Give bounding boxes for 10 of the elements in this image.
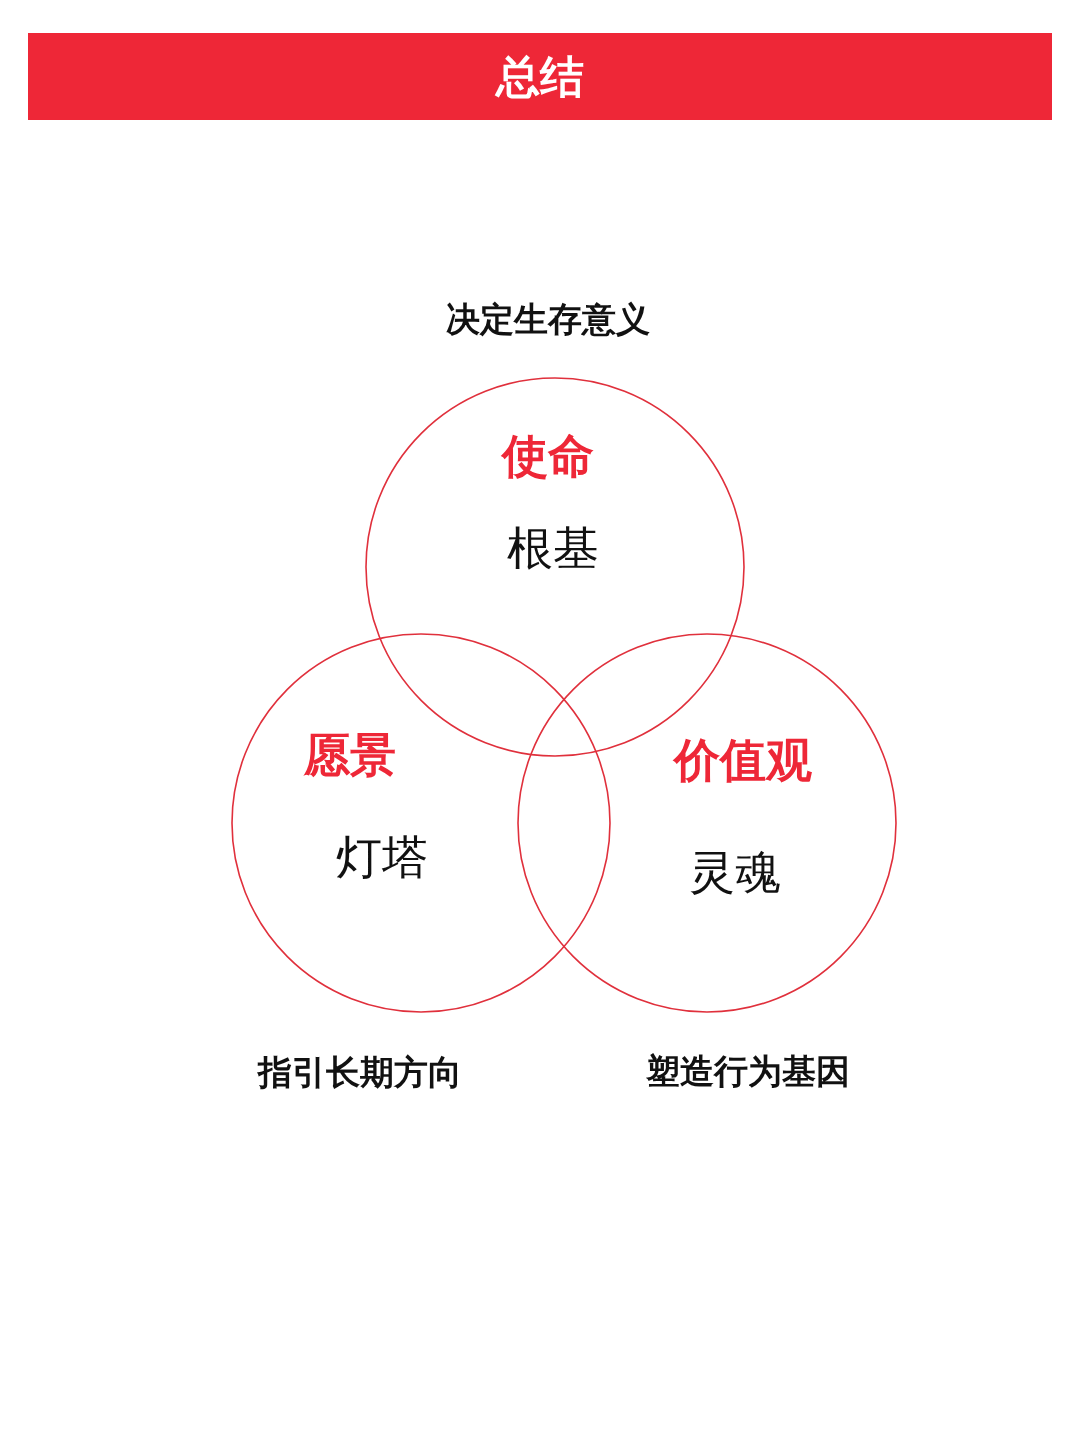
caption-text: 决定生存意义 xyxy=(446,301,650,339)
heading-text: 价值观 xyxy=(674,734,812,786)
title-banner: 总结 xyxy=(28,33,1052,120)
body-text: 灯塔 xyxy=(336,831,428,883)
heading-text: 愿景 xyxy=(304,729,396,781)
heading-text: 使命 xyxy=(502,430,594,482)
body-text: 根基 xyxy=(507,522,599,574)
body-text: 灵魂 xyxy=(689,846,781,898)
caption-text: 指引长期方向 xyxy=(258,1054,462,1092)
caption-text: 塑造行为基因 xyxy=(646,1053,850,1091)
